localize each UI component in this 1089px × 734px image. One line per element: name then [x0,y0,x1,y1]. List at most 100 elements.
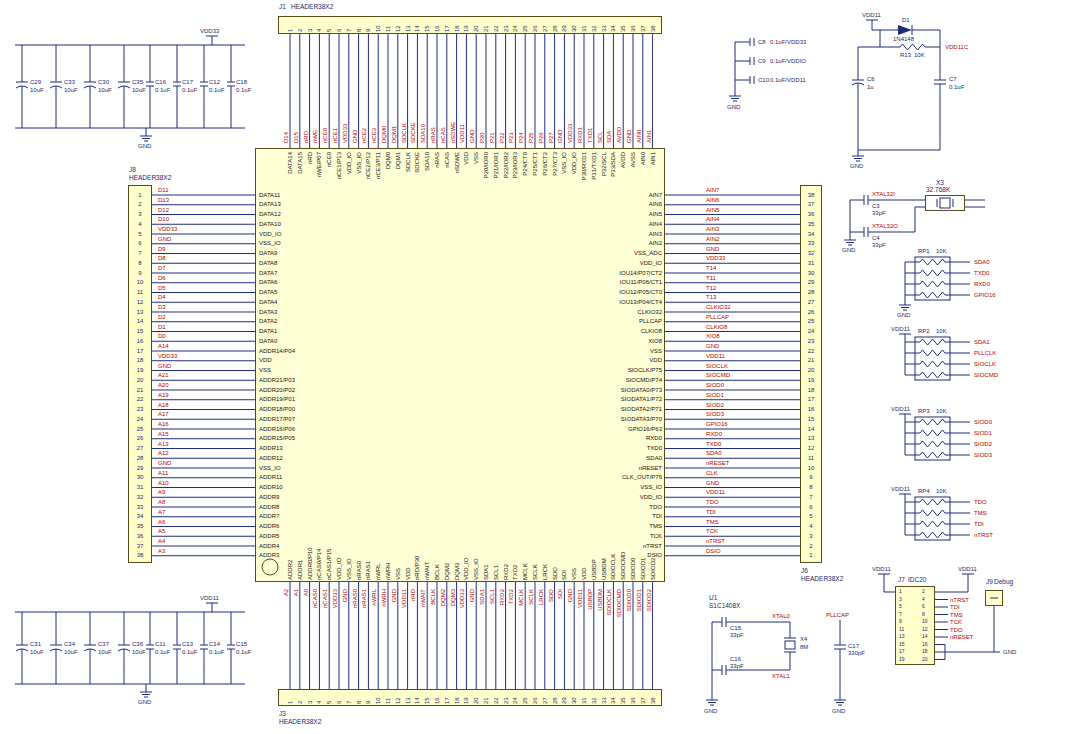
pin-number: 14 [128,318,152,324]
component-label: C15 [236,641,247,647]
pin-number: 17 [899,649,905,654]
component-label: C7 [949,76,957,82]
pin-name: SIOCLK/P75 [628,367,662,373]
pin-name: SDCKE [414,152,420,173]
pin-number: 28 [800,289,822,295]
pin-name: DATA5 [259,289,277,295]
component-label: GND [842,247,855,253]
pin-name: SDIOCMD [620,552,626,580]
net-label: VDD11 [459,124,465,143]
net-label: A3 [158,548,165,554]
pin-name: ADDR13 [259,445,283,451]
pin-name: SDO [552,567,558,580]
component-label: 10uF [30,649,44,655]
net-label: VDD11 [706,353,725,359]
pin-number: 4 [922,597,925,602]
net-label: DQM1 [391,126,397,143]
pin-number: 14 [922,634,928,639]
pin-name: ADDR10 [259,484,283,490]
pin-name: SIODATA3/P70 [621,416,662,422]
component-label: C29 [30,79,41,85]
net-label: USBDM [597,589,603,611]
pin-number: 12 [395,25,401,32]
pin-name: ADDR17/P07 [259,416,295,422]
component-label: C14 [209,641,220,647]
pin-name: DQM0 [385,152,391,169]
net-label: SDA10 [420,124,426,143]
net-label: TMS [706,519,719,525]
pin-number: 31 [581,25,587,32]
pin-name: nCE2/P12 [365,152,371,179]
net-label: D1 [158,324,166,330]
pin-number: 36 [800,211,822,217]
net-label: AIN7 [706,187,719,193]
pin-number: 17 [444,25,450,32]
net-label: A0 [303,589,309,596]
net-label: TXD0 [974,270,989,276]
part-ref: J8 [129,167,136,174]
pin-number: 14 [414,697,420,704]
net-label: nCE1 [332,128,338,143]
net-label: D0 [158,333,166,339]
net-label: nCE0 [322,128,328,143]
component-label: RP2 [918,328,930,334]
net-label: nRD [303,131,309,143]
net-label: A1 [293,589,299,596]
pin-name: P31/TXD1 [591,152,597,180]
pin-name: ADDR12 [259,455,283,461]
component-label: 0.1uF [209,87,224,93]
pin-number: 13 [405,697,411,704]
pin-number: 6 [128,240,152,246]
pin-name: RXD2 [503,564,509,580]
pin-number: 29 [800,279,822,285]
pin-number: 22 [493,697,499,704]
pin-number: 26 [532,25,538,32]
pin-name: nSDWE [454,152,460,173]
pin-number: 34 [128,513,152,519]
pin-number: 1 [287,29,293,32]
pin-number: 8 [922,612,925,617]
pin-number: 20 [922,657,928,662]
component-label: VDD11 [891,326,910,332]
pin-name: ADDR1 [297,560,303,580]
component-label: 0.1uF/VDD33 [770,39,806,45]
pin-name: ADDR16/P06 [259,426,295,432]
net-label: nSDWE [450,122,456,143]
component-label: C37 [98,641,109,647]
net-label: A20 [158,382,169,388]
pin-number: 15 [424,25,430,32]
component-label: VDD11 [862,12,881,18]
pin-number: 26 [128,435,152,441]
pin-number: 24 [800,328,822,334]
component-label: GND [138,143,151,149]
net-label: D5 [158,285,166,291]
net-label: RXD0 [974,281,990,287]
pin-name: VSS [473,152,479,164]
net-label: XTAL32O [872,223,898,229]
component-label: C16 [730,656,741,662]
component-label: 0.1uF [236,649,251,655]
pin-number: 4 [316,29,322,32]
pin-number: 22 [493,25,499,32]
net-label: TDO [950,627,963,633]
pin-name: PLLCAP [639,318,662,324]
pin-number: 29 [128,465,152,471]
net-label: T14 [706,265,716,271]
component-label: 33pF [730,663,744,669]
net-label: SDCLK [401,123,407,143]
net-label: D4 [158,294,166,300]
net-label: TDI [974,521,984,527]
pin-name: VSS_IO [561,152,567,174]
pin-name: VDD [581,567,587,580]
pin-number: 11 [128,289,152,295]
net-label: DQM0 [381,126,387,143]
pin-name: AIN2 [649,240,662,246]
pin-number: 18 [454,697,460,704]
pin-name: AIN1 [650,152,656,165]
pin-number: 7 [800,494,822,500]
pin-name: DATA13 [259,201,281,207]
pin-number: 12 [128,299,152,305]
pin-number: 5 [326,701,332,704]
pin-number: 17 [444,697,450,704]
